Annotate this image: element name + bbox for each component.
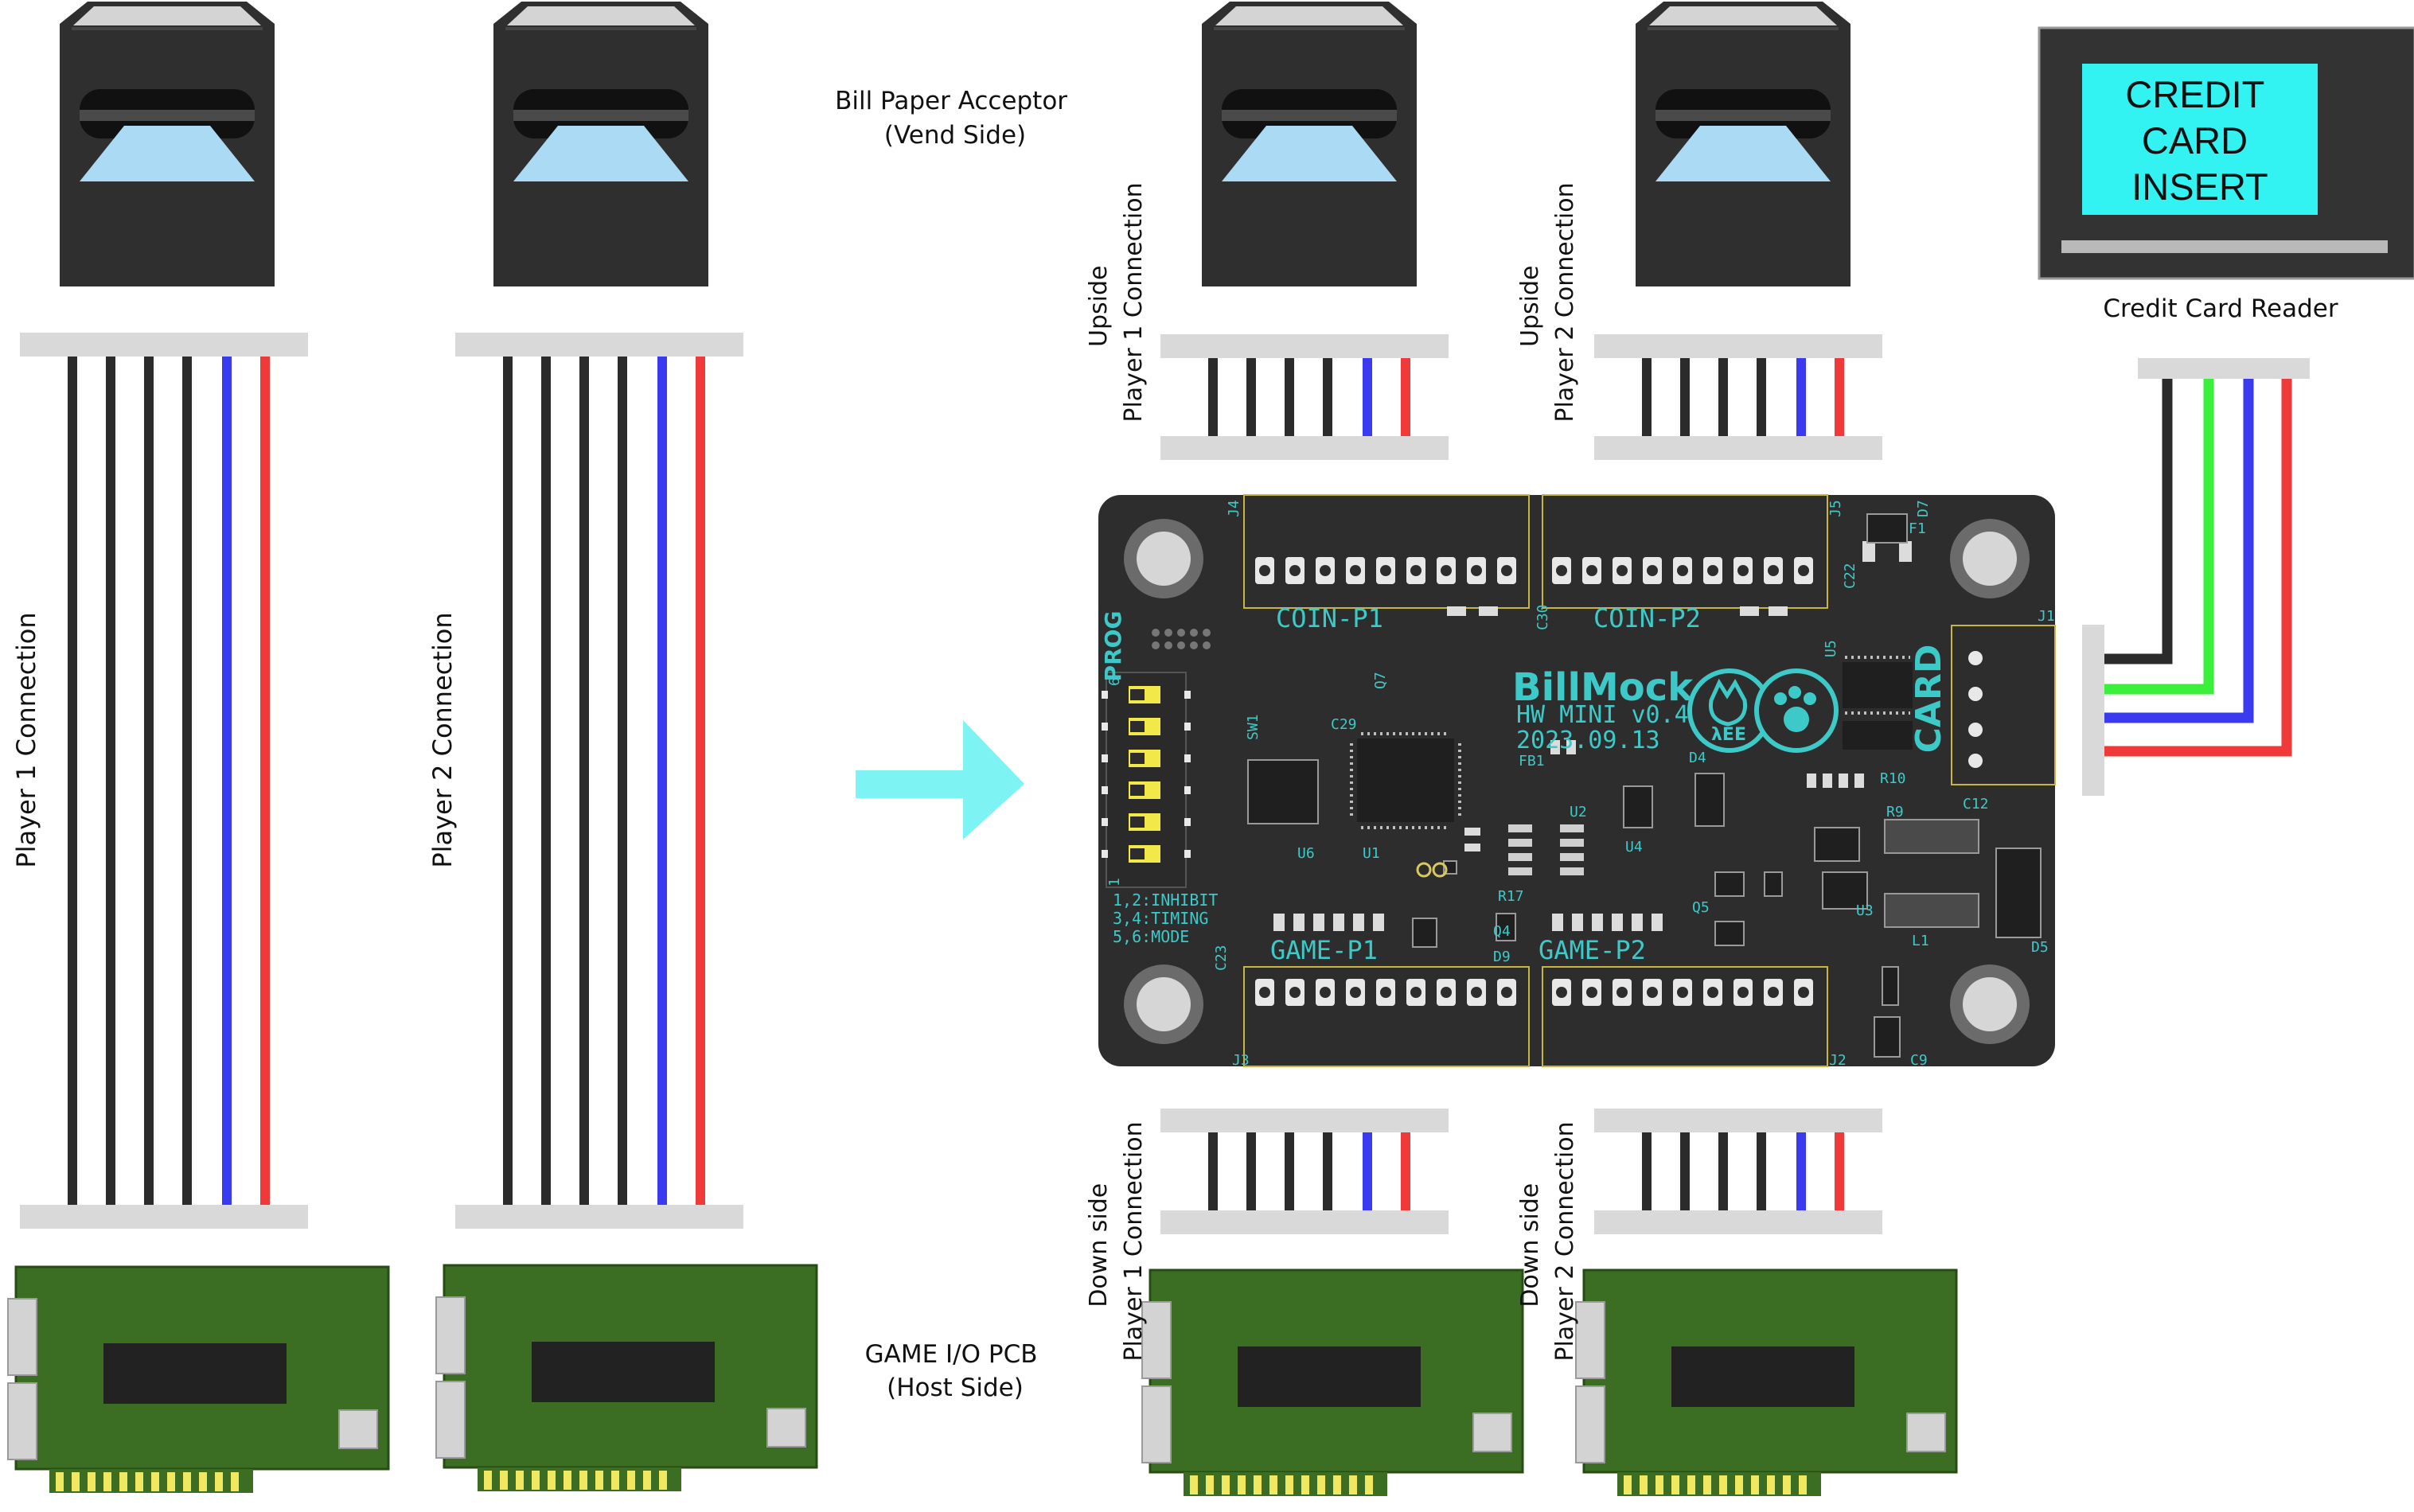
svg-text:L1: L1 — [1912, 933, 1929, 949]
board-name: BillMock — [1512, 665, 1694, 710]
j2-header — [1552, 979, 1813, 1006]
designators: J1 J2 J3 J4 J5 U1 U2 U3 U4 U5 U6 SW1 L1 … — [1106, 500, 2055, 1069]
svg-text:C9: C9 — [1910, 1052, 1928, 1069]
j1-card-connector — [1968, 651, 1983, 768]
ic-u6 — [1247, 759, 1319, 824]
transition-arrow — [856, 720, 1024, 840]
p2-long-cable — [455, 333, 743, 1229]
svg-text:D7: D7 — [1915, 500, 1932, 517]
svg-text:1: 1 — [1106, 878, 1123, 887]
svg-text:D9: D9 — [1493, 949, 1511, 965]
p2-game-io-pcb — [435, 1264, 818, 1493]
svg-text:Q4: Q4 — [1493, 923, 1511, 940]
ic-u2 — [1508, 824, 1584, 875]
downside-p1-label: Down side Player 1 Connection — [1085, 1121, 1148, 1361]
svg-text:U3: U3 — [1856, 902, 1874, 919]
upside-p2-label: Upside Player 2 Connection — [1516, 182, 1579, 422]
game-p2-label: GAME-P2 — [1538, 935, 1646, 965]
upside-p1-bill-acceptor — [1202, 2, 1417, 286]
credit-card-screen-text: CREDIT CARD INSERT — [2125, 73, 2274, 208]
coin-p1-label: COIN-P1 — [1276, 603, 1383, 633]
svg-text:J1: J1 — [2038, 608, 2055, 625]
downside-p2-cable — [1594, 1109, 1882, 1234]
svg-text:U5: U5 — [1823, 640, 1839, 657]
svg-text:R9: R9 — [1886, 804, 1904, 820]
p1-bill-acceptor — [60, 2, 275, 286]
bill-acceptor-label: Bill Paper Acceptor (Vend Side) — [835, 87, 1075, 150]
j3-header — [1255, 979, 1516, 1006]
svg-text:U2: U2 — [1570, 804, 1587, 820]
p2-bill-acceptor — [493, 2, 708, 286]
dip-legend: 1,2:INHIBIT 3,4:TIMING 5,6:MODE — [1113, 890, 1228, 946]
svg-text:F1: F1 — [1909, 520, 1926, 537]
credit-card-reader-label: Credit Card Reader — [2103, 294, 2338, 323]
player1-connection-label: Player 1 Connection — [11, 612, 41, 867]
svg-text:C29: C29 — [1331, 716, 1357, 733]
coin-p2-label: COIN-P2 — [1593, 603, 1701, 633]
smd-components — [1273, 541, 1912, 931]
dip-switch-sw1 — [1102, 672, 1191, 888]
svg-text:R10: R10 — [1880, 770, 1906, 787]
card-reader-cable — [2082, 358, 2310, 796]
svg-text:U6: U6 — [1297, 845, 1315, 862]
billmock-logo: λEE — [1687, 668, 1839, 753]
credit-card-reader: CREDIT CARD INSERT — [2038, 26, 2414, 280]
svg-text:FB1: FB1 — [1519, 753, 1545, 770]
svg-text:SW1: SW1 — [1245, 714, 1262, 740]
svg-text:J3: J3 — [1232, 1052, 1250, 1069]
mcu-u1 — [1350, 732, 1461, 829]
svg-text:J4: J4 — [1226, 500, 1242, 517]
upside-p2-bill-acceptor — [1636, 2, 1850, 286]
svg-text:R17: R17 — [1498, 888, 1524, 905]
game-p1-label: GAME-P1 — [1270, 935, 1378, 965]
prog-pads — [1152, 629, 1211, 649]
downside-p2-label: Down side Player 2 Connection — [1516, 1121, 1579, 1361]
ic-u4 — [1623, 773, 1725, 828]
svg-text:D4: D4 — [1689, 750, 1706, 766]
test-points — [1416, 862, 1448, 878]
smd-dark-parts — [1412, 513, 2042, 1058]
game-io-label: GAME I/O PCB (Host Side) — [865, 1340, 1046, 1402]
svg-text:C23: C23 — [1213, 945, 1230, 971]
downside-p1-game-io-pcb — [1141, 1268, 1524, 1498]
svg-text:J5: J5 — [1827, 500, 1844, 517]
svg-text:C30: C30 — [1535, 604, 1551, 630]
card-label: CARD — [1909, 645, 1949, 754]
upside-p2-cable — [1594, 334, 1882, 460]
regulator-u3 — [1814, 819, 1979, 928]
upside-p1-label: Upside Player 1 Connection — [1085, 182, 1148, 422]
board-version: HW MINI v0.4 — [1516, 701, 1689, 729]
svg-text:Q5: Q5 — [1692, 899, 1710, 916]
ic-u5 — [1843, 656, 1913, 750]
board-logo-text: λEE — [1711, 725, 1746, 745]
board-date: 2023.09.13 — [1516, 727, 1660, 754]
downside-p2-game-io-pcb — [1574, 1268, 1958, 1498]
svg-text:U1: U1 — [1363, 845, 1380, 862]
prog-label: PROG — [1100, 611, 1126, 682]
player2-connection-label: Player 2 Connection — [427, 612, 458, 867]
svg-text:U4: U4 — [1625, 839, 1643, 855]
svg-text:C12: C12 — [1963, 796, 1989, 813]
svg-text:D5: D5 — [2031, 939, 2049, 956]
upside-p1-cable — [1160, 334, 1449, 460]
billmock-pcb: λEE BillMock HW MINI v0.4 2023.09.13 COI… — [1098, 494, 2056, 1069]
svg-text:6: 6 — [1106, 677, 1123, 686]
j4-header — [1255, 557, 1516, 584]
svg-text:Q7: Q7 — [1372, 672, 1389, 689]
svg-text:J2: J2 — [1829, 1052, 1847, 1069]
svg-text:C22: C22 — [1842, 563, 1858, 589]
p1-long-cable — [20, 333, 308, 1229]
p1-game-io-pcb — [6, 1265, 390, 1494]
downside-p1-cable — [1160, 1109, 1449, 1234]
j5-header — [1552, 557, 1813, 584]
